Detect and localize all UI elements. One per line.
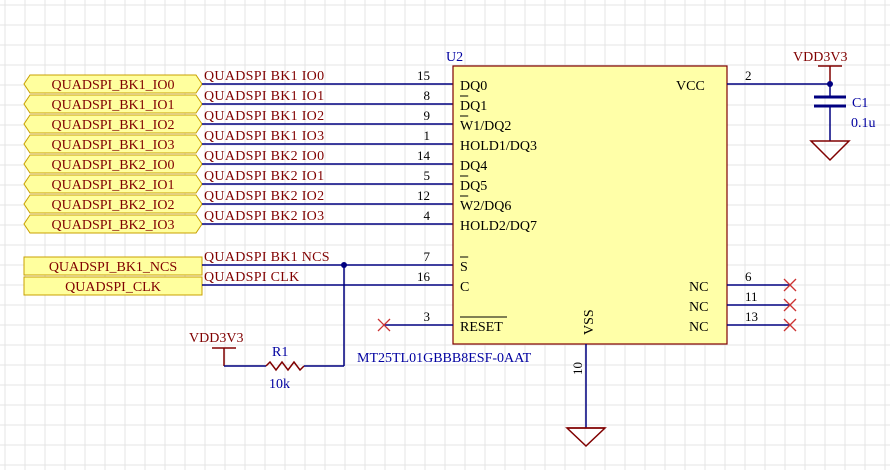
port-quadspi-bk2-io1[interactable] [23, 174, 203, 194]
no-connect-stroke [783, 318, 797, 332]
pin-number: 4 [424, 208, 431, 223]
pin-number: 8 [424, 88, 431, 103]
io-ports: QUADSPI_BK1_IO0QUADSPI_BK1_IO1QUADSPI_BK… [23, 74, 203, 234]
nc-pin-name: NC [689, 300, 708, 315]
net-label-quadspi-bk1-io2: QUADSPI BK1 IO2 [204, 109, 324, 124]
pin-number: 3 [424, 309, 431, 324]
port-quadspi-bk2-io0[interactable] [23, 154, 203, 174]
pin-number: 16 [417, 269, 431, 284]
power-label-left: VDD3V3 [189, 331, 243, 346]
vcc-pin-number: 2 [745, 68, 752, 83]
ground-icon [809, 140, 851, 162]
port-quadspi-bk1-io3[interactable] [23, 134, 203, 154]
junction-dot-ncs [341, 262, 347, 268]
pin-number: 5 [424, 168, 431, 183]
port-quadspi-bk2-io3[interactable] [23, 214, 203, 234]
pin-name: DQ4 [460, 159, 487, 174]
net-label-quadspi-bk2-io2: QUADSPI BK2 IO2 [204, 189, 324, 204]
net-label-quadspi-bk2-io0: QUADSPI BK2 IO0 [204, 149, 324, 164]
vss-pin-name: VSS [582, 309, 597, 335]
pin-number: 15 [417, 68, 430, 83]
port-quadspi-bk1-io2-label: QUADSPI_BK1_IO2 [52, 118, 175, 133]
no-connect-icon [783, 318, 797, 332]
no-connect-icon [783, 278, 797, 292]
port-quadspi-bk1-ncs[interactable] [23, 256, 203, 276]
port-quadspi-clk-label: QUADSPI_CLK [65, 280, 161, 295]
no-connect-stroke [783, 278, 797, 292]
net-label-quadspi-bk2-io3: QUADSPI BK2 IO3 [204, 209, 324, 224]
net-label-quadspi-bk1-io1: QUADSPI BK1 IO1 [204, 89, 324, 104]
no-connect-icon [783, 298, 797, 312]
power-label-right: VDD3V3 [793, 50, 847, 65]
pin-name: RESET [460, 320, 503, 335]
port-quadspi-bk1-io3-label: QUADSPI_BK1_IO3 [52, 138, 175, 153]
port-quadspi-bk2-io3-label: QUADSPI_BK2_IO3 [52, 218, 175, 233]
vss-pin-number: 10 [570, 362, 585, 375]
nc-pin-name: NC [689, 280, 708, 295]
cap-designator: C1 [852, 96, 868, 111]
port-quadspi-bk1-io0-label: QUADSPI_BK1_IO0 [52, 78, 175, 93]
pin-number: 7 [424, 249, 431, 264]
pin-name: S [460, 260, 468, 275]
nc-pin-number: 6 [745, 269, 752, 284]
net-label-quadspi-bk1-io3: QUADSPI BK1 IO3 [204, 129, 324, 144]
no-connect-icon [377, 318, 391, 332]
nc-pin-name: NC [689, 320, 708, 335]
port-quadspi-bk1-ncs-label: QUADSPI_BK1_NCS [49, 260, 177, 275]
pin-name: DQ0 [460, 79, 487, 94]
pin-number: 14 [417, 148, 431, 163]
port-quadspi-bk2-io1-label: QUADSPI_BK2_IO1 [52, 178, 175, 193]
chip-body[interactable] [452, 65, 728, 345]
port-quadspi-bk2-io0-label: QUADSPI_BK2_IO0 [52, 158, 175, 173]
pin-name: W1/DQ2 [460, 119, 511, 134]
pin-name: HOLD1/DQ3 [460, 139, 537, 154]
port-quadspi-bk1-io0[interactable] [23, 74, 203, 94]
resistor-value: 10k [269, 377, 290, 392]
pin-name: HOLD2/DQ7 [460, 219, 537, 234]
port-quadspi-bk2-io2[interactable] [23, 194, 203, 214]
pin-number: 1 [424, 128, 431, 143]
port-quadspi-bk1-io1-label: QUADSPI_BK1_IO1 [52, 98, 175, 113]
resistor-icon [265, 360, 305, 372]
ground-icon [565, 427, 607, 448]
pin-name: DQ5 [460, 179, 487, 194]
pin-number: 9 [424, 108, 431, 123]
vcc-pin-name: VCC [676, 79, 705, 94]
no-connect-stroke [783, 298, 797, 312]
port-quadspi-clk[interactable] [23, 276, 203, 296]
port-quadspi-bk1-io2[interactable] [23, 114, 203, 134]
cap-value: 0.1u [851, 116, 876, 131]
chip-part-number: MT25TL01GBBB8ESF-0AAT [357, 351, 532, 366]
net-label-quadspi-bk1-io0: QUADSPI BK1 IO0 [204, 69, 324, 84]
nc-pin-number: 11 [745, 289, 758, 304]
pin-number: 12 [417, 188, 430, 203]
port-quadspi-bk1-io1[interactable] [23, 94, 203, 114]
pin-name: DQ1 [460, 99, 487, 114]
port-quadspi-bk2-io2-label: QUADSPI_BK2_IO2 [52, 198, 175, 213]
nc-pin-number: 13 [745, 309, 758, 324]
pin-name: C [460, 280, 469, 295]
pin-name: W2/DQ6 [460, 199, 511, 214]
net-label-quadspi-bk1-ncs: QUADSPI BK1 NCS [204, 250, 330, 265]
resistor-designator: R1 [272, 345, 288, 360]
net-label-quadspi-clk: QUADSPI CLK [204, 270, 299, 285]
net-label-quadspi-bk2-io1: QUADSPI BK2 IO1 [204, 169, 324, 184]
control-ports: QUADSPI_BK1_NCS QUADSPI_CLK [23, 256, 203, 296]
chip-designator: U2 [446, 50, 463, 65]
